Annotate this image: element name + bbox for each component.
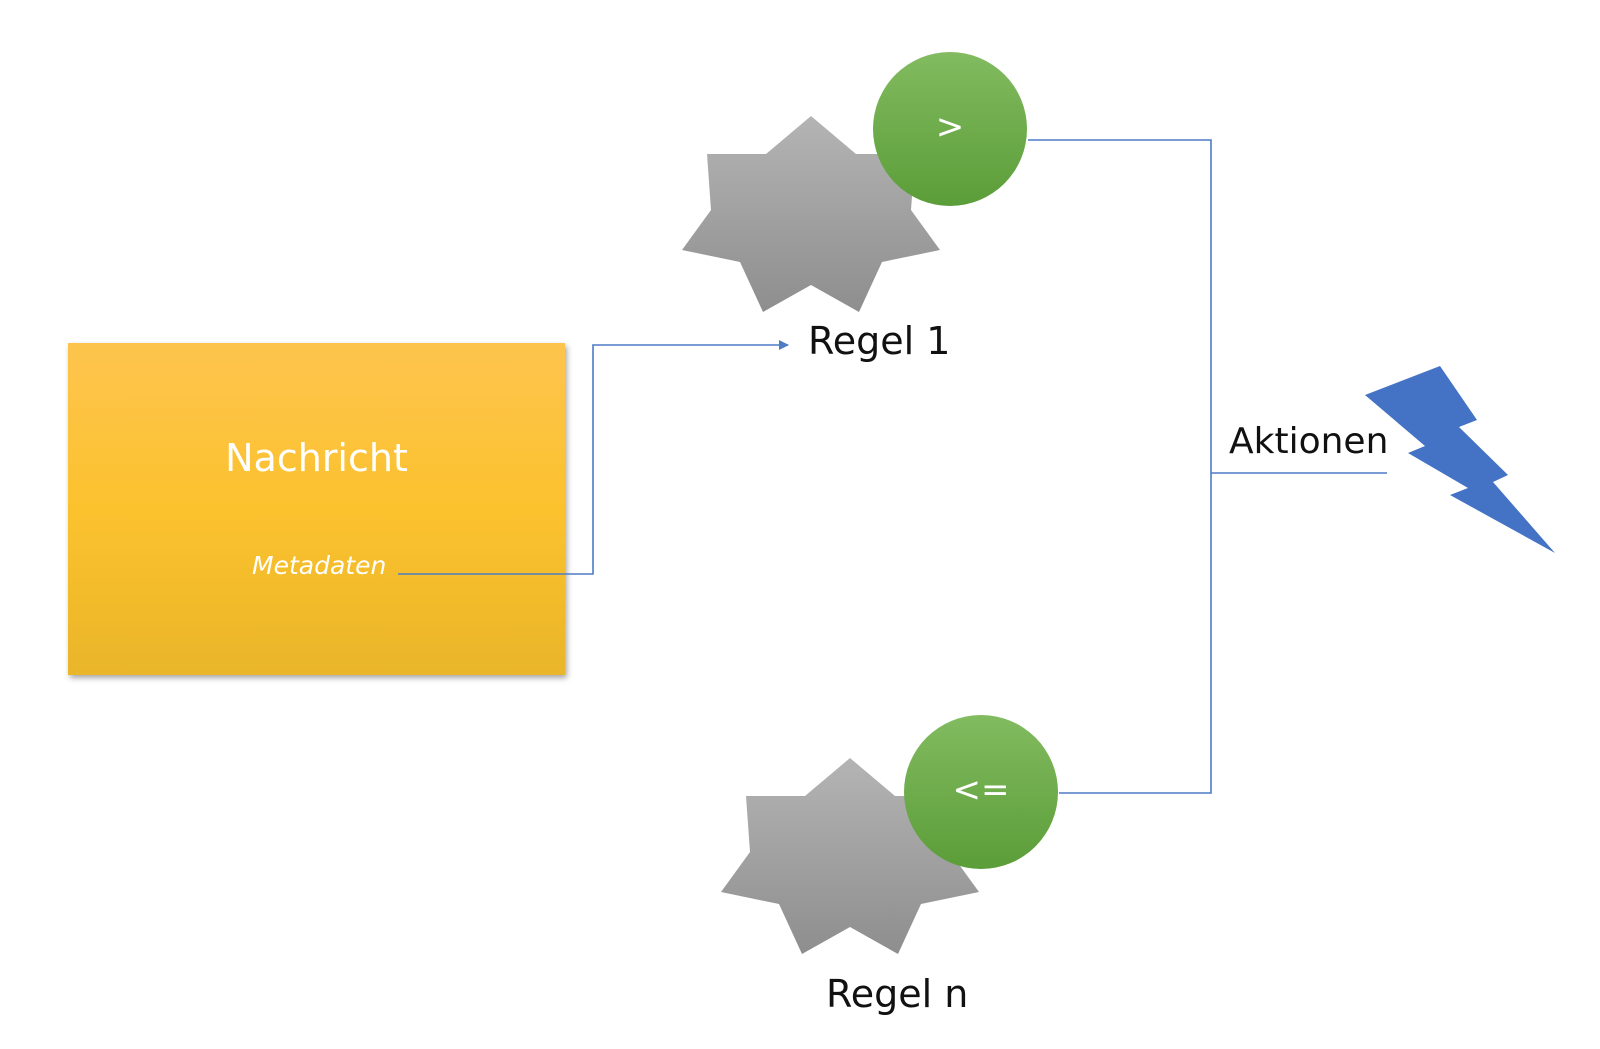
message-metadata-label: Metadaten xyxy=(252,551,387,580)
lightning-bolt-icon xyxy=(1365,366,1555,553)
rule-1-operator-circle xyxy=(873,52,1027,206)
rule-n-operator: <= xyxy=(952,770,1010,810)
rule-1-to-actions-connector xyxy=(1028,139,1212,473)
rule-1-operator: > xyxy=(935,107,965,147)
message-box xyxy=(68,343,565,675)
rule-1-label: Regel 1 xyxy=(808,319,951,363)
rule-n-operator-circle xyxy=(904,715,1058,869)
rule-1-star xyxy=(682,116,940,312)
rule-n-label: Regel n xyxy=(826,972,969,1016)
metadata-to-rule-connector xyxy=(398,340,789,575)
message-title: Nachricht xyxy=(225,436,408,480)
rule-n-to-actions-connector xyxy=(1059,473,1212,794)
actions-label: Aktionen xyxy=(1229,421,1389,462)
